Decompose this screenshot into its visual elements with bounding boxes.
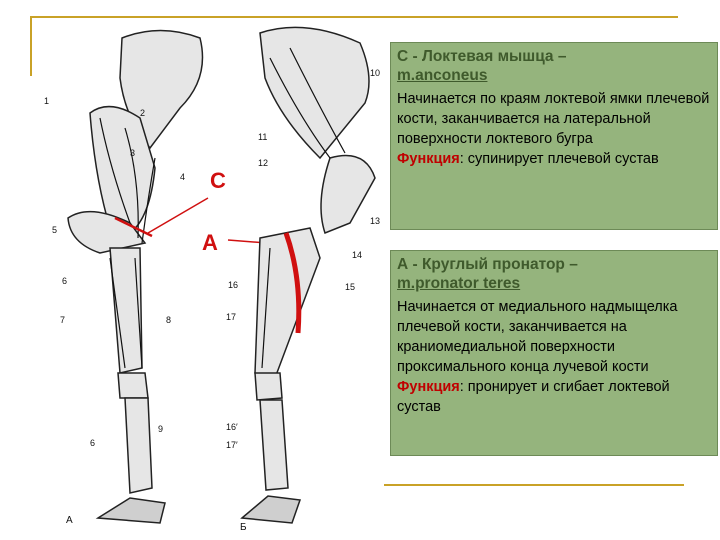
left-hoof (95, 497, 166, 524)
right-carpus (254, 372, 283, 401)
right-limb-drawing (240, 26, 376, 524)
label-2: 2 (140, 108, 145, 118)
pronator-teres-description: Начинается от медиального надмыщелка пле… (397, 297, 711, 417)
right-hoof (240, 495, 302, 524)
label-5: 5 (52, 225, 57, 235)
label-6b: 6 (90, 438, 95, 448)
pronator-teres-title-line1: А - Круглый пронатор – (397, 256, 578, 273)
pronator-teres-title: А - Круглый пронатор – m.pronator teres (397, 255, 711, 293)
marker-c: С (210, 168, 226, 193)
anconeus-description: Начинается по краям локтевой ямки плечев… (397, 89, 711, 169)
pronator-teres-info-box: А - Круглый пронатор – m.pronator teres … (390, 250, 718, 456)
anconeus-function-label: Функция (397, 151, 460, 167)
label-17: 17 (226, 312, 236, 322)
label-8: 8 (166, 315, 171, 325)
left-radius-ulna (109, 247, 143, 374)
panel-label-right: Б (240, 522, 247, 533)
right-radius (254, 227, 321, 379)
pronator-teres-function-text: : пронирует и сгибает локтевой сустав (397, 379, 670, 415)
pronator-teres-function-label: Функция (397, 379, 460, 395)
label-3: 3 (130, 148, 135, 158)
label-10: 10 (370, 68, 380, 78)
label-9: 9 (158, 424, 163, 434)
label-16-prime: 16′ (226, 422, 238, 432)
label-4: 4 (180, 172, 185, 182)
label-11: 11 (258, 132, 267, 142)
anconeus-latin-name: m.anconeus (397, 67, 488, 84)
label-15: 15 (345, 282, 355, 292)
label-16: 16 (228, 280, 238, 290)
top-gold-line (30, 16, 678, 18)
right-scapula (259, 26, 370, 160)
label-14: 14 (352, 250, 362, 260)
pronator-teres-highlight (283, 232, 302, 334)
marker-a: А (202, 230, 218, 255)
anconeus-title-line1: С - Локтевая мышца – (397, 48, 567, 65)
label-1: 1 (44, 96, 49, 106)
anconeus-description-text: Начинается по краям локтевой ямки плечев… (397, 91, 710, 147)
left-humerus (89, 105, 156, 234)
panel-label-left: А (66, 515, 73, 526)
bottom-gold-line (384, 484, 684, 486)
label-17-prime: 17′ (226, 440, 238, 450)
right-metacarpus (259, 399, 289, 491)
anconeus-function-text: : супинирует плечевой сустав (459, 151, 659, 167)
forelimb-illustration: С А 1 2 3 4 5 6 7 8 6 9 А 10 11 12 13 14… (44, 26, 380, 533)
pronator-teres-description-text: Начинается от медиального надмыщелка пле… (397, 299, 678, 375)
right-muscle-lines (261, 47, 346, 369)
anconeus-title: С - Локтевая мышца – m.anconeus (397, 47, 711, 85)
label-7: 7 (60, 315, 65, 325)
left-carpus (117, 372, 149, 399)
left-gold-line (30, 16, 32, 76)
label-13: 13 (370, 216, 380, 226)
left-metacarpus (124, 397, 153, 494)
left-muscle-lines (99, 117, 156, 369)
left-limb-drawing (67, 29, 204, 524)
anconeus-info-box: С - Локтевая мышца – m.anconeus Начинает… (390, 42, 718, 230)
pronator-teres-latin-name: m.pronator teres (397, 275, 521, 292)
label-6: 6 (62, 276, 67, 286)
right-humerus (320, 154, 376, 234)
label-12: 12 (258, 158, 268, 168)
